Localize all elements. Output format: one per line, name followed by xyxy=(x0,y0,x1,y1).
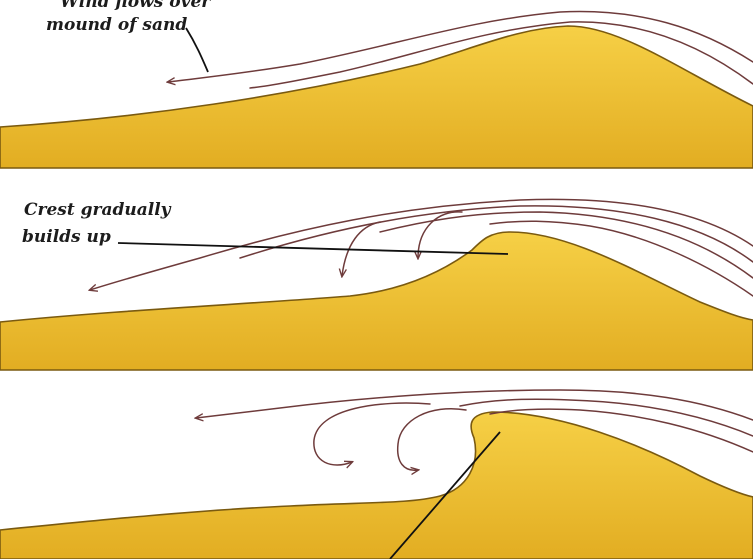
eddy-arrow xyxy=(398,409,466,471)
sand-mound xyxy=(0,232,753,370)
wind-arrow xyxy=(196,390,753,420)
panel-2-label-line-1: Crest gradually xyxy=(24,199,171,221)
panel-1-label-line-1: Wind flows over xyxy=(60,0,210,13)
panel-1-label-line-2: mound of sand xyxy=(46,14,187,36)
label-leader-line xyxy=(118,243,508,254)
panel-2-label-line-2: builds up xyxy=(22,226,111,248)
eddy-arrow xyxy=(314,403,430,465)
panel-2 xyxy=(0,199,753,370)
label-leader-line xyxy=(186,28,208,72)
sand-mound xyxy=(0,412,753,559)
panel-3 xyxy=(0,390,753,559)
